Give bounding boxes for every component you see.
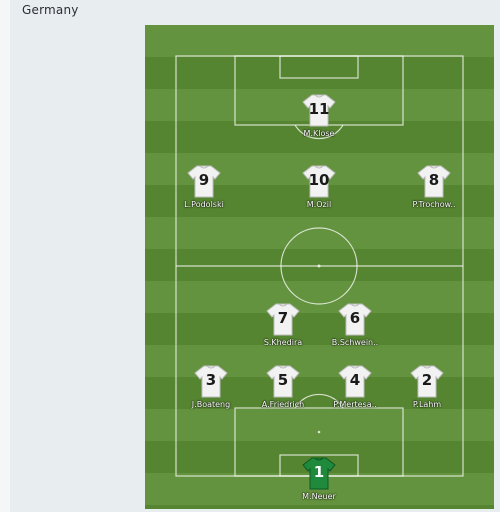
player-name: P.Trochow..	[412, 200, 456, 209]
player-name: M.Ozil	[306, 200, 332, 209]
shirt-number: 11	[308, 100, 330, 118]
bottom-penalty-spot	[317, 430, 321, 434]
shirt-icon: 10	[301, 164, 337, 198]
top-penalty-arc	[294, 124, 344, 140]
shirt-icon: 2	[409, 364, 445, 398]
player-name: B.Schwein..	[331, 338, 379, 347]
shirt-number: 5	[277, 371, 289, 389]
player-name: S.Khedira	[263, 338, 303, 347]
player-name: L.Podolski	[184, 200, 224, 209]
top-goal-area	[279, 55, 359, 79]
shirt-number: 6	[349, 309, 361, 327]
player-name: P.Lahm	[412, 400, 442, 409]
shirt-icon: 11	[301, 93, 337, 127]
center-circle	[280, 227, 358, 305]
shirt-number: 8	[428, 171, 440, 189]
player-name: M.Klose	[303, 129, 335, 138]
player-name: J.Boateng	[191, 400, 231, 409]
side-panel-edge	[0, 0, 10, 512]
player-name: P.Mertesa..	[333, 400, 377, 409]
shirt-number: 3	[205, 371, 217, 389]
shirt-number: 10	[308, 171, 330, 189]
shirt-icon: 8	[416, 164, 452, 198]
shirt-number: 9	[198, 171, 210, 189]
shirt-number: 2	[421, 371, 433, 389]
bottom-penalty-arc	[294, 393, 344, 409]
shirt-icon: 6	[337, 302, 373, 336]
shirt-number: 4	[349, 371, 361, 389]
shirt-icon: 4	[337, 364, 373, 398]
shirt-icon: 3	[193, 364, 229, 398]
team-name: Germany	[22, 3, 79, 17]
player-name: M.Neuer	[302, 492, 336, 501]
shirt-icon: 5	[265, 364, 301, 398]
shirt-number: 7	[277, 309, 289, 327]
shirt-icon: 7	[265, 302, 301, 336]
shirt-icon: 1	[301, 456, 337, 490]
player-name: A.Friedrich	[261, 400, 305, 409]
shirt-number: 1	[313, 463, 325, 481]
shirt-icon: 9	[186, 164, 222, 198]
center-spot	[317, 264, 321, 268]
